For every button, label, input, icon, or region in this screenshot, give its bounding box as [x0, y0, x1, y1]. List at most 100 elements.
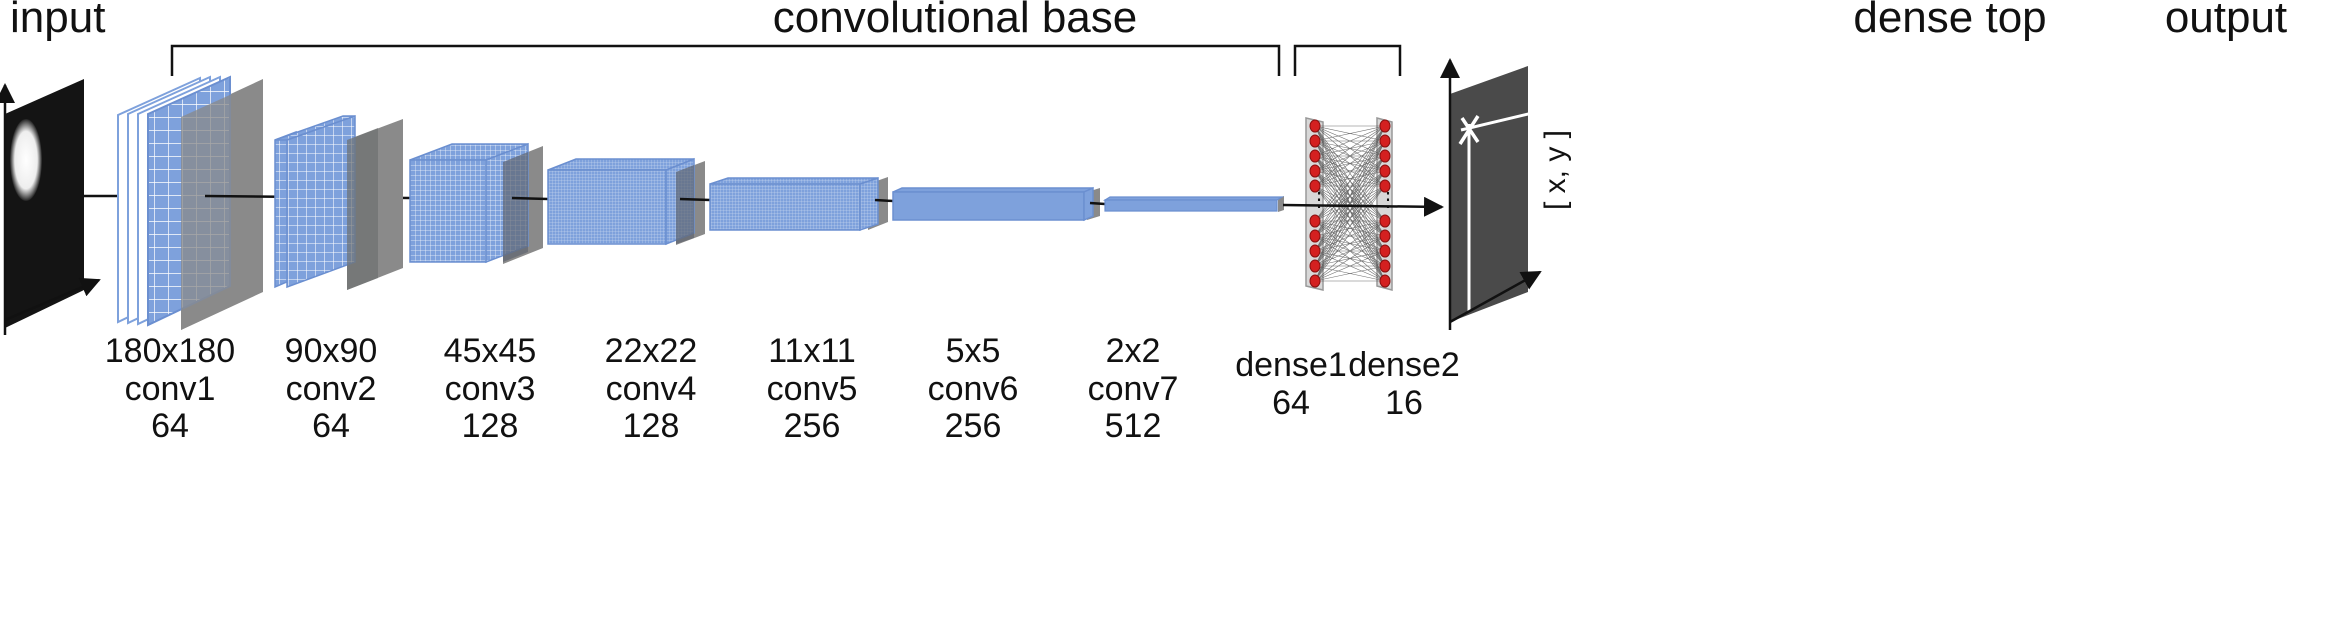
output-horizontal-line	[1460, 108, 1546, 132]
input-header: input	[10, 0, 105, 42]
dense2-name: dense2	[1348, 346, 1460, 384]
conv4-size: 22x22	[605, 332, 698, 370]
conv6-filters: 256	[945, 407, 1002, 445]
dense-connection	[1314, 125, 1386, 237]
conv7-feature-maps	[1104, 199, 1278, 212]
dense2-neuron	[1379, 164, 1391, 178]
output-image	[1440, 58, 1546, 330]
conv1-filters: 64	[151, 407, 189, 445]
dense1-units: 64	[1272, 384, 1310, 422]
conv7-block	[1102, 196, 1285, 212]
conv1-size: 180x180	[105, 332, 235, 370]
dense-connection	[1314, 250, 1386, 282]
conv4-label: 22x22 conv4 128	[605, 332, 698, 445]
conv5-feature-maps	[709, 183, 861, 231]
dense1-neurons	[1309, 119, 1321, 288]
dense1-neuron	[1309, 119, 1321, 133]
conv1-label: 180x180 conv1 64	[105, 332, 235, 445]
output-target-marker	[1458, 115, 1480, 145]
conv4-name: conv4	[606, 370, 697, 408]
input-image	[0, 79, 101, 335]
dense1-neuron	[1309, 179, 1321, 193]
conv5-name: conv5	[767, 370, 858, 408]
dense1-label: dense1 64	[1235, 346, 1347, 422]
conv3-feature-maps	[409, 159, 487, 263]
conv5-block	[709, 176, 888, 232]
dense1-neuron	[1309, 244, 1321, 258]
conv4-feature-maps	[547, 169, 667, 245]
dense-connection	[1314, 170, 1386, 282]
dense2-neuron	[1379, 119, 1391, 133]
output-header: output	[2165, 0, 2287, 42]
dense-connection	[1314, 155, 1386, 282]
dense-connection	[1314, 235, 1386, 282]
dense2-ellipsis: ⋮	[1378, 189, 1398, 211]
conv7-label: 2x2 conv7 512	[1088, 332, 1179, 445]
conv6-name: conv6	[928, 370, 1019, 408]
conv5-size: 11x11	[768, 332, 856, 370]
dense-connection	[1314, 220, 1386, 237]
dense-connection	[1314, 170, 1386, 187]
conv1-block	[117, 75, 263, 330]
conv5-filters: 256	[784, 407, 841, 445]
dense-connection	[1314, 265, 1386, 282]
dense-connection	[1314, 125, 1386, 172]
dense-connection	[1314, 140, 1386, 187]
dense-connection	[1314, 220, 1386, 267]
dense-connection	[1314, 220, 1386, 252]
output-coordinates-label: [ x, y ]	[1539, 130, 1572, 210]
dense-network: ⋮ ⋮	[1305, 117, 1398, 291]
dense2-neuron	[1379, 229, 1391, 243]
conv3-name: conv3	[445, 370, 536, 408]
dense-connection	[1314, 125, 1386, 282]
conv6-size: 5x5	[946, 332, 1001, 370]
dense2-neuron	[1379, 214, 1391, 228]
dense-connection	[1314, 125, 1386, 252]
input-x-axis-arrow	[4, 277, 101, 322]
dense2-neurons	[1379, 119, 1391, 288]
dense1-neuron	[1309, 164, 1321, 178]
dense2-label: dense2 16	[1348, 346, 1460, 422]
dense2-neuron	[1379, 134, 1391, 148]
conv2-label: 90x90 conv2 64	[285, 332, 378, 445]
conv2-size: 90x90	[285, 332, 378, 370]
dense2-neuron	[1379, 259, 1391, 273]
flow-line	[511, 196, 549, 201]
flow-line	[1089, 201, 1106, 206]
conv7-size: 2x2	[1106, 332, 1161, 370]
conv6-block	[892, 186, 1100, 222]
dense1-neuron	[1309, 259, 1321, 273]
convolutional-base-header: convolutional base	[773, 0, 1137, 42]
dense2-neuron	[1379, 149, 1391, 163]
dense-connection	[1314, 125, 1386, 187]
conv5-label: 11x11 conv5 256	[767, 332, 858, 445]
conv2-filters: 64	[312, 407, 350, 445]
conv4-block	[547, 157, 705, 246]
dense2-neuron	[1379, 274, 1391, 288]
output-x-axis-arrow	[1449, 270, 1542, 324]
dense-top-bracket	[1293, 44, 1402, 76]
conv3-filters: 128	[462, 407, 519, 445]
conv6-feature-maps	[892, 191, 1085, 221]
dense1-neuron	[1309, 229, 1321, 243]
dense-connection	[1314, 185, 1386, 282]
dense1-neuron	[1309, 214, 1321, 228]
dense1-name: dense1	[1235, 346, 1347, 384]
dense1-ellipsis: ⋮	[1309, 189, 1329, 211]
dense-top-header: dense top	[1853, 0, 2046, 42]
dense-connections	[1314, 125, 1386, 282]
output-arrow	[1282, 196, 1444, 217]
conv7-shadow	[1278, 196, 1284, 212]
conv2-name: conv2	[286, 370, 377, 408]
conv3-label: 45x45 conv3 128	[444, 332, 537, 445]
conv7-filters: 512	[1105, 407, 1162, 445]
convolutional-base-bracket	[170, 44, 1281, 76]
dense1-neuron	[1309, 149, 1321, 163]
dense2-neuron	[1379, 179, 1391, 193]
dense-connection	[1314, 155, 1386, 187]
flow-line	[679, 197, 711, 202]
conv4-filters: 128	[623, 407, 680, 445]
dense-connection	[1314, 140, 1386, 282]
conv3-block	[409, 142, 543, 264]
